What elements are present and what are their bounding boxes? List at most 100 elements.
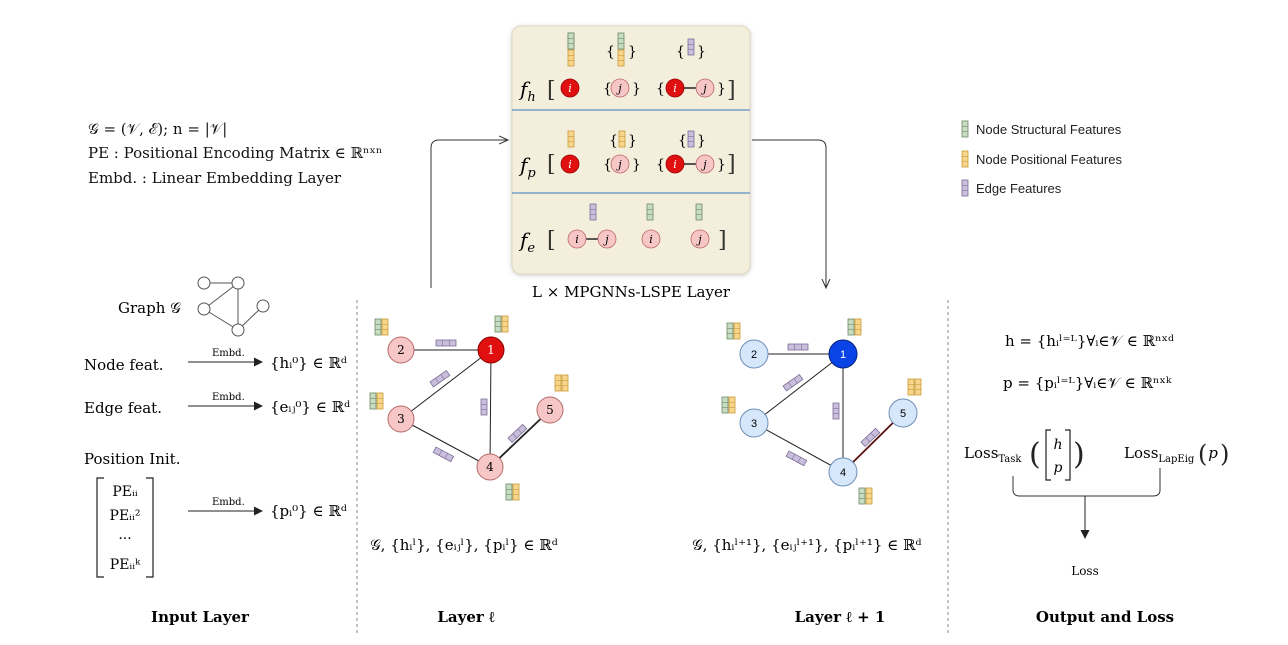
fp-row: {} {} fp [ i { j } { i j } ] [518, 130, 736, 181]
p0-label: {pᵢ⁰} ∈ ℝᵈ [270, 502, 347, 520]
output-title: Output and Loss [1036, 608, 1174, 626]
layer-l-node-5 [536, 396, 564, 424]
layer-l: 1 2 3 4 5 𝒢, {hᵢˡ}, {eᵢⱼˡ}, {pᵢˡ} ∈ ℝᵈ L… [370, 316, 568, 626]
panel-node-i-red [560, 78, 580, 98]
svg-text:{: { [678, 133, 687, 149]
svg-text:Embd.: Embd. [212, 497, 245, 508]
svg-text:j: j [602, 233, 609, 246]
svg-text:i: i [568, 158, 572, 171]
svg-text:{: { [609, 133, 618, 149]
loss-lapeig: LossLapEig ( p ) [1124, 440, 1229, 468]
svg-text:]: ] [727, 78, 736, 103]
svg-text:{: { [603, 81, 612, 97]
svg-text:}: } [632, 157, 641, 173]
svg-text:[: [ [547, 152, 556, 177]
legend-edge: Edge Features [976, 181, 1062, 196]
layer-l1-formula: 𝒢, {hᵢˡ⁺¹}, {eᵢⱼˡ⁺¹}, {pᵢˡ⁺¹} ∈ ℝᵈ [692, 536, 922, 554]
svg-text:{: { [656, 81, 665, 97]
svg-text:Embd.: Embd. [212, 348, 245, 359]
svg-text:j: j [700, 158, 707, 171]
svg-text:Embd.: Embd. [212, 392, 245, 403]
svg-text:]: ] [727, 152, 736, 177]
input-layer: Graph 𝒢 Node feat. Embd. {hᵢ⁰} ∈ ℝᵈ Edge… [84, 276, 350, 626]
svg-text:1: 1 [840, 349, 846, 361]
svg-text:]: ] [718, 228, 727, 253]
panel-node-j [610, 78, 630, 98]
svg-text:4: 4 [486, 460, 494, 474]
svg-text:1: 1 [487, 343, 495, 357]
svg-text:j: j [615, 158, 622, 171]
svg-text:j: j [695, 233, 702, 246]
layer-l-formula: 𝒢, {hᵢˡ}, {eᵢⱼˡ}, {pᵢˡ} ∈ ℝᵈ [370, 536, 558, 554]
svg-text:2: 2 [397, 343, 405, 357]
h0-label: {hᵢ⁰} ∈ ℝᵈ [270, 354, 347, 372]
loss-label: Loss [1071, 564, 1099, 578]
svg-text:PEᵢᵢ: PEᵢᵢ [112, 484, 137, 500]
fh-row: {} {} fh [ i { j } { i j } ] [518, 32, 736, 105]
svg-text:): ) [1220, 440, 1229, 468]
svg-text:PEᵢᵢ²: PEᵢᵢ² [110, 508, 141, 524]
layer-l1-node-4 [828, 457, 858, 487]
layer-l-title: Layer ℓ [437, 608, 495, 626]
graph-definition: 𝒢 = (𝒱, ℰ); n = |𝒱| [88, 120, 227, 138]
svg-text:i: i [673, 82, 677, 95]
panel-caption: L × MPGNNs-LSPE Layer [532, 283, 731, 301]
svg-text:}: } [628, 133, 637, 149]
layer-l1-title: Layer ℓ + 1 [795, 608, 886, 626]
pos-init-label: Position Init. [84, 450, 180, 468]
svg-text:4: 4 [840, 467, 846, 479]
svg-text:5: 5 [546, 403, 554, 417]
input-layer-title: Input Layer [151, 608, 250, 626]
pe-definition: PE : Positional Encoding Matrix ∈ ℝⁿˣⁿ [88, 144, 382, 162]
svg-text:h: h [1053, 437, 1062, 453]
svg-text:{: { [656, 157, 665, 173]
h-definition: h = {hᵢˡ⁼ᴸ}∀ᵢ∈𝒱 ∈ ℝⁿˣᵈ [1005, 332, 1174, 350]
pe-matrix: PEᵢᵢ PEᵢᵢ² ··· PEᵢᵢᵏ [110, 484, 142, 573]
layer-l-node-3 [387, 405, 415, 433]
svg-text:i: i [575, 233, 579, 246]
svg-text:}: } [697, 44, 706, 60]
svg-text:i: i [568, 82, 572, 95]
layer-l1-node-1 [828, 339, 858, 369]
layer-l1-node-3 [739, 408, 769, 438]
layer-l-node-2 [387, 336, 415, 364]
svg-text:i: i [673, 158, 677, 171]
layer-l1-node-5 [888, 398, 918, 428]
positional-swatch-icon [961, 150, 969, 168]
output-and-loss: h = {hᵢˡ⁼ᴸ}∀ᵢ∈𝒱 ∈ ℝⁿˣᵈ p = {pᵢˡ⁼ᴸ}∀ᵢ∈𝒱 ∈… [964, 332, 1229, 626]
mpgnn-layer-panel: {} {} fh [ i { j } { i j } ] {} {} fp [511, 25, 751, 301]
svg-text:p: p [1054, 460, 1063, 476]
layer-l1: 1 2 3 4 5 𝒢, {hᵢˡ⁺¹}, {eᵢⱼˡ⁺¹}, {pᵢˡ⁺¹} … [692, 319, 922, 626]
edge-feat-label: Edge feat. [84, 399, 162, 417]
out-of-panel-arrow [752, 139, 826, 288]
svg-text:[: [ [547, 78, 556, 103]
svg-text:}: } [632, 81, 641, 97]
svg-text:LossTask: LossTask [964, 444, 1022, 465]
svg-text:LossLapEig: LossLapEig [1124, 444, 1195, 465]
svg-text:{: { [676, 44, 685, 60]
svg-text:···: ··· [118, 531, 131, 547]
svg-text:): ) [1073, 437, 1085, 472]
svg-text:5: 5 [900, 408, 906, 420]
svg-text:}: } [717, 157, 726, 173]
svg-text:j: j [615, 82, 622, 95]
small-graph-icon [197, 276, 270, 337]
svg-text:}: } [697, 133, 706, 149]
layer-l-node-4 [476, 453, 504, 481]
legend: Node Structural Features Node Positional… [961, 120, 1122, 197]
graph-label: Graph 𝒢 [118, 299, 181, 317]
svg-text:[: [ [547, 228, 556, 253]
svg-text:j: j [700, 82, 707, 95]
node-feat-label: Node feat. [84, 356, 164, 374]
layer-l-node-1 [477, 336, 505, 364]
svg-text:(: ( [1198, 440, 1207, 468]
e0-label: {eᵢⱼ⁰} ∈ ℝᵈ [270, 398, 350, 416]
svg-text:PEᵢᵢᵏ: PEᵢᵢᵏ [110, 557, 141, 573]
p-definition: p = {pᵢˡ⁼ᴸ}∀ᵢ∈𝒱 ∈ ℝⁿˣᵏ [1003, 374, 1172, 392]
svg-text:{: { [606, 44, 615, 60]
svg-text:(: ( [1029, 437, 1041, 472]
svg-text:i: i [649, 233, 653, 246]
edge-swatch-icon [961, 179, 969, 197]
